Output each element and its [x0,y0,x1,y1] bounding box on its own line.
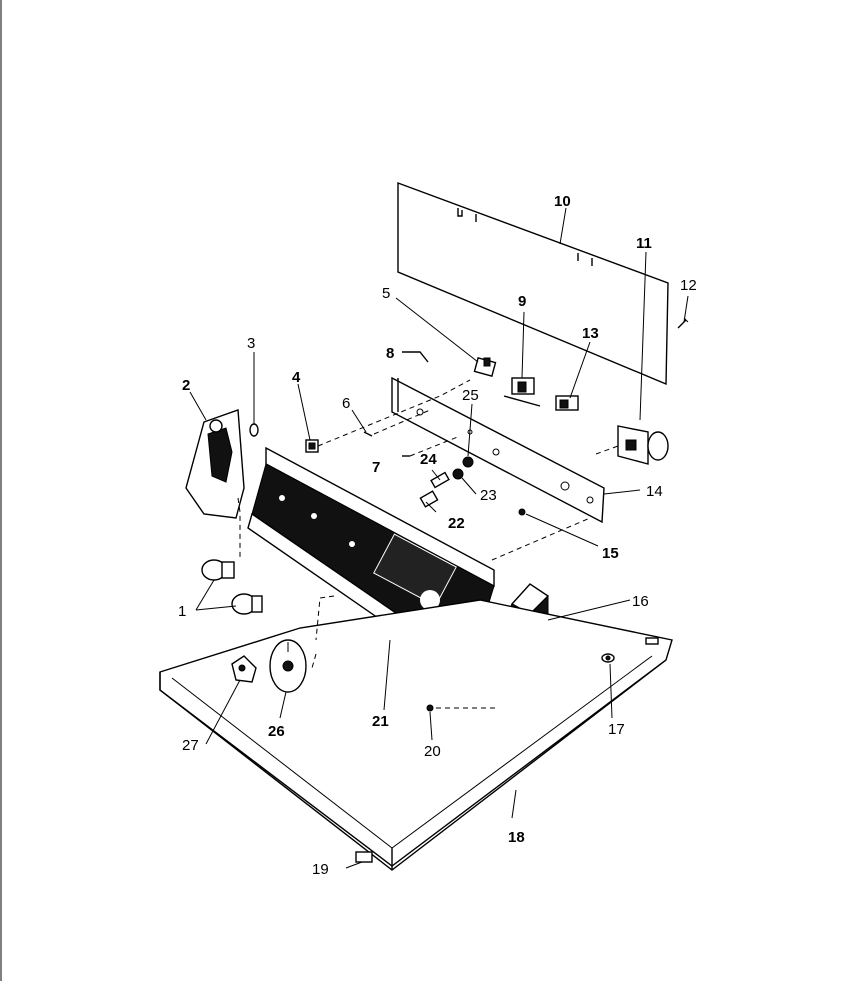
label-24: 24 [420,451,437,468]
part-4-clip [305,439,319,453]
part-19-foot [355,851,373,863]
label-4: 4 [292,369,301,386]
part-18-top [159,599,673,871]
leader-lines [189,207,689,869]
label-3: 3 [247,335,255,352]
part-26-dial [269,639,307,693]
label-22: 22 [448,515,465,532]
label-9: 9 [518,293,526,310]
label-7: 7 [372,459,380,476]
label-17: 17 [608,721,625,738]
part-2-left-endcap [185,409,245,519]
label-25: 25 [462,387,479,404]
label-16: 16 [632,593,649,610]
label-27: 27 [182,737,199,754]
part-13-switch [555,395,579,411]
label-23: 23 [480,487,497,504]
label-20: 20 [424,743,441,760]
part-12-screw [677,317,689,329]
label-5: 5 [382,285,390,302]
label-12: 12 [680,277,697,294]
part-1-knobs [201,559,263,615]
label-26: 26 [268,723,285,740]
part-10-rear-panel [397,181,669,386]
label-14: 14 [646,483,663,500]
part-3-screw [249,423,259,437]
label-18: 18 [508,829,525,846]
label-11: 11 [636,235,652,252]
assembly-lines [237,379,619,709]
label-19: 19 [312,861,329,878]
label-2: 2 [182,377,190,394]
part-27-knob [231,655,257,683]
callout-labels: 1 2 3 4 5 6 7 8 9 10 11 12 13 14 15 16 1… [178,193,697,878]
part-5-switch [473,357,497,377]
part-9-switch [503,377,541,407]
label-1: 1 [178,603,186,620]
label-8: 8 [386,345,394,362]
part-11-timer [617,425,669,465]
label-15: 15 [602,545,619,562]
label-6: 6 [342,395,350,412]
label-21: 21 [372,713,389,730]
label-10: 10 [554,193,571,210]
label-13: 13 [582,325,599,342]
part-17-grommet [601,653,615,663]
